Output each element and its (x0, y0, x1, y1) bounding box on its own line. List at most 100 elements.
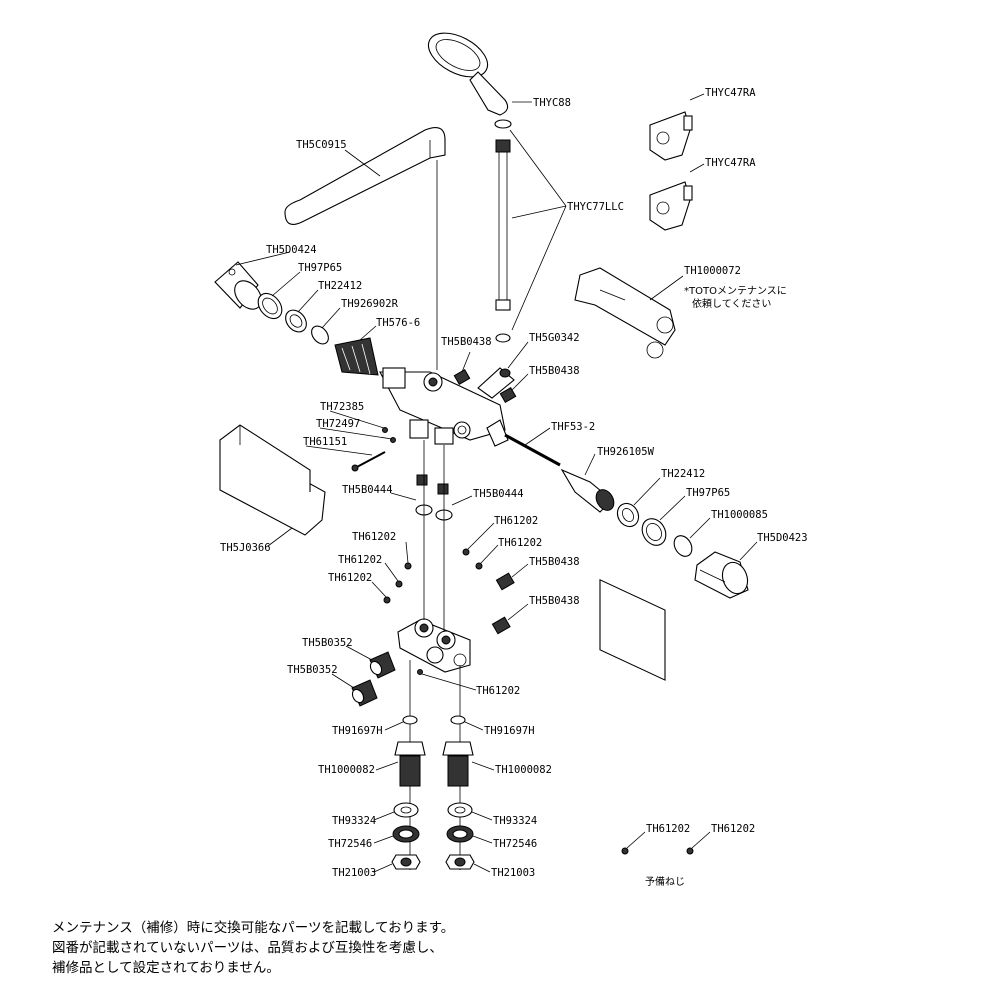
label-handshower: THYC88 (533, 97, 571, 109)
spare-screw-1[interactable] (621, 847, 629, 855)
check-valve-2[interactable] (477, 367, 515, 399)
seat-right[interactable] (446, 825, 474, 843)
label-left-handle: TH5D0424 (266, 244, 317, 256)
label-screw-b: TH72497 (316, 418, 360, 430)
label-left-ring-1: TH97P65 (298, 262, 342, 274)
left-handle[interactable] (214, 261, 267, 314)
nut-left[interactable] (391, 854, 421, 870)
label-body: TH1000072 (684, 265, 741, 277)
label-washer-right: TH93324 (493, 815, 537, 827)
cartridge-right[interactable] (486, 419, 561, 467)
right-ring-0[interactable] (560, 468, 617, 514)
label-right-ring-1: TH22412 (661, 468, 705, 480)
plug-1[interactable] (368, 651, 396, 679)
right-ring-3[interactable] (671, 532, 696, 559)
label-cartridge-left: TH576-6 (376, 317, 420, 329)
label-screw-r1: TH61202 (494, 515, 538, 527)
hose[interactable] (494, 119, 512, 343)
label-strainer-right: TH5B0444 (473, 488, 524, 500)
label-screw-r2: TH61202 (498, 537, 542, 549)
label-oring-right: TH91697H (484, 725, 535, 737)
screw-l1[interactable] (404, 562, 412, 570)
footnote-line-3: 補修品として設定されておりません。 (52, 960, 280, 976)
label-union-left: TH1000082 (318, 764, 375, 776)
label-spare-1: TH61202 (646, 823, 690, 835)
label-check-r1: TH5B0438 (529, 556, 580, 568)
label-holder-1: THYC47RA (705, 87, 756, 99)
label-left-ring-2: TH22412 (318, 280, 362, 292)
valve-body[interactable] (379, 367, 506, 445)
seat-left[interactable] (392, 825, 420, 843)
screw-a[interactable] (382, 427, 388, 433)
label-right-handle: TH5D0423 (757, 532, 808, 544)
label-oring-left: TH91697H (332, 725, 383, 737)
body-assembly[interactable] (574, 267, 676, 681)
plug-2[interactable] (350, 679, 378, 707)
label-check-3: TH5B0438 (529, 365, 580, 377)
label-union-right: TH1000082 (495, 764, 552, 776)
lower-mixer-body[interactable] (397, 618, 471, 673)
check-valve-3[interactable] (499, 386, 517, 404)
holder-1[interactable] (649, 111, 693, 161)
screw-r2[interactable] (475, 562, 483, 570)
label-check-1: TH5B0438 (441, 336, 492, 348)
left-ring-1[interactable] (253, 289, 286, 323)
label-seat-left: TH72546 (328, 838, 372, 850)
label-screw-bottom: TH61202 (476, 685, 520, 697)
label-right-ring-2: TH97P65 (686, 487, 730, 499)
label-screw-l3: TH61202 (328, 572, 372, 584)
cover-panel[interactable] (219, 424, 326, 536)
label-nut-right: TH21003 (491, 867, 535, 879)
label-screw-a: TH72385 (320, 401, 364, 413)
left-ring-3[interactable] (308, 323, 332, 347)
check-valve-r1[interactable] (495, 572, 515, 591)
label-spout: TH5C0915 (296, 139, 347, 151)
left-ring-2[interactable] (281, 306, 310, 336)
check-valve-r2[interactable] (491, 616, 511, 635)
union-right[interactable] (442, 741, 474, 787)
label-cover: TH5J0366 (220, 542, 271, 554)
label-seat-right: TH72546 (493, 838, 537, 850)
right-handle[interactable] (694, 551, 752, 599)
screw-b[interactable] (390, 437, 396, 443)
right-ring-2[interactable] (637, 514, 670, 549)
body-note-line1: *TOTOメンテナンスに (684, 285, 787, 297)
washer-right[interactable] (447, 802, 473, 818)
oring-right[interactable] (450, 715, 466, 725)
screw-l3[interactable] (383, 596, 391, 604)
screw-bottom[interactable] (417, 669, 423, 675)
screw-l2[interactable] (395, 580, 403, 588)
label-screw-l1: TH61202 (352, 531, 396, 543)
footnote-line-1: メンテナンス（補修）時に交換可能なパーツを記載しております。 (52, 920, 455, 936)
label-spare-2: TH61202 (711, 823, 755, 835)
label-cartridge-right: THF53-2 (551, 421, 595, 433)
label-screw-l2: TH61202 (338, 554, 382, 566)
right-ring-1[interactable] (613, 500, 642, 531)
check-valve-1[interactable] (453, 368, 471, 386)
label-strainer-left: TH5B0444 (342, 484, 393, 496)
body-note-line2: 依頼してください (692, 297, 771, 310)
handshower[interactable] (421, 24, 509, 116)
label-right-ring-3: TH1000085 (711, 509, 768, 521)
screw-r1[interactable] (462, 548, 470, 556)
label-plug-2: TH5B0352 (287, 664, 338, 676)
cartridge-left[interactable] (334, 337, 379, 376)
spare-screws-label: 予備ねじ (645, 875, 685, 888)
label-left-ring-3: TH926902R (341, 298, 399, 310)
label-check-2: TH5G0342 (529, 332, 580, 344)
label-right-ring-0: TH926105W (597, 446, 655, 458)
spare-screw-2[interactable] (686, 847, 694, 855)
nut-right[interactable] (445, 854, 475, 870)
label-hose: THYC77LLC (567, 201, 624, 213)
holder-2[interactable] (649, 181, 693, 231)
washer-left[interactable] (393, 802, 419, 818)
label-washer-left: TH93324 (332, 815, 376, 827)
oring-left[interactable] (402, 715, 418, 725)
label-nut-left: TH21003 (332, 867, 376, 879)
label-plug-1: TH5B0352 (302, 637, 353, 649)
footnote-line-2: 図番が記載されていないパーツは、品質および互換性を考慮し、 (52, 940, 443, 956)
spout[interactable] (284, 127, 446, 225)
screw-c[interactable] (351, 451, 386, 472)
union-left[interactable] (394, 741, 426, 787)
